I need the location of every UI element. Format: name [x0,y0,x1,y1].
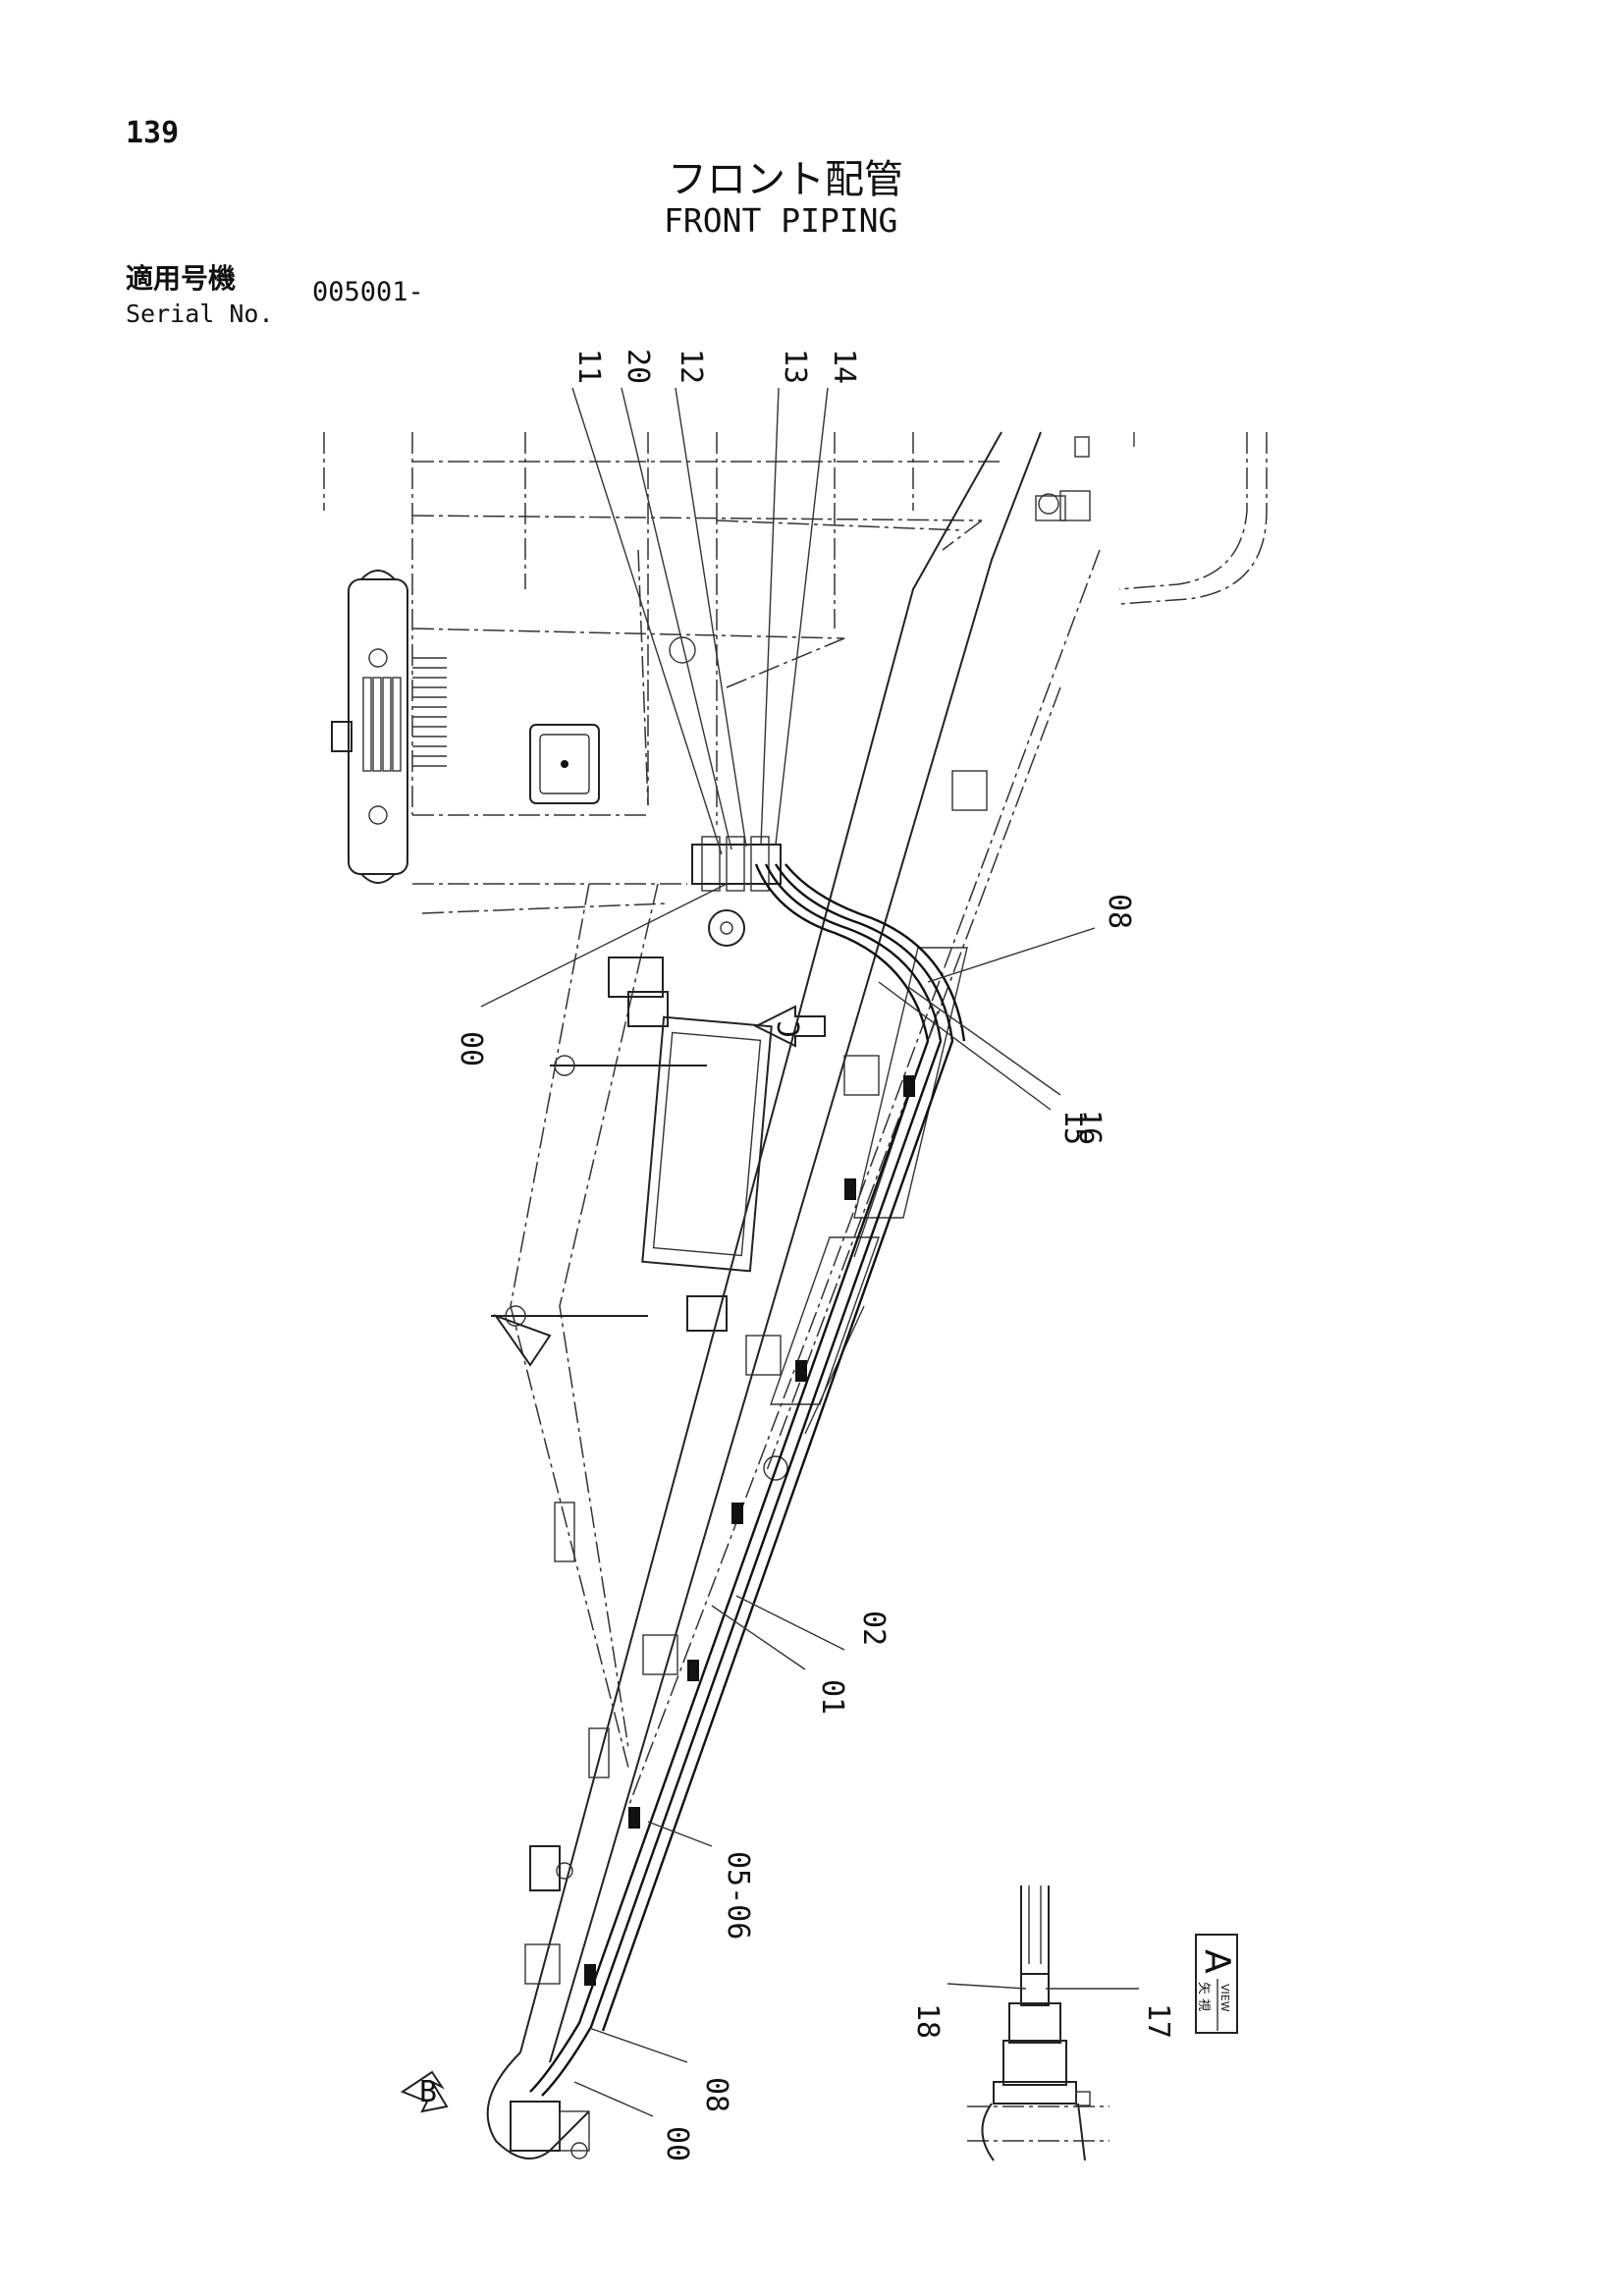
arm-cylinder [491,883,788,1891]
callout-11: 11 [571,349,606,384]
callout-14: 14 [827,349,861,384]
callout-08-lower: 08 [699,2077,733,2112]
page-number: 139 [126,116,180,150]
callout-12: 12 [674,349,708,384]
boom [519,431,1101,2063]
arrow-c-label: C [773,1020,807,1038]
view-a-jp: 矢 視 [1196,1982,1211,2011]
hydraulic-hoses [529,863,966,2097]
serial-number-value: 005001- [312,277,424,307]
view-a-en: VIEW [1218,1984,1231,2012]
radiator-grille [331,570,447,884]
callout-15: 15 [1057,1110,1092,1145]
bucket-end [486,2051,590,2159]
callout-02: 02 [856,1611,891,1646]
callout-00-lower: 00 [660,2126,694,2161]
callout-13: 13 [778,349,812,384]
leader-lines [480,387,1096,2117]
serial-label-japanese: 適用号機 [126,262,237,295]
valve-block [691,836,782,947]
callout-16: 16 [1072,1110,1107,1145]
arrow-b-label: B [419,2075,437,2109]
cab-window [529,724,600,804]
page-title-japanese: フロント配管 [668,157,903,202]
callout-08-upper: 08 [1102,894,1136,929]
upper-guard [1035,432,1268,605]
view-a-label-box: A 矢 視 VIEW [1195,1934,1238,2034]
detail-view-a: 18 17 [910,1886,1175,2161]
arrow-b-marker: B [400,2070,449,2113]
callout-01: 01 [815,1679,849,1715]
callout-18: 18 [910,2003,945,2039]
callout-05-06: 05-06 [721,1851,755,1940]
callout-00-upper: 00 [454,1031,488,1066]
hose-clamps [524,490,1091,1986]
callout-numbers: 11 20 12 13 14 08 00 15 16 02 01 05-06 0… [454,349,1136,2161]
page-title-english: FRONT PIPING [664,201,898,240]
upper-frame [323,432,1001,914]
arrow-c-marker: C [753,1005,826,1048]
callout-20: 20 [621,349,655,384]
view-a-letter: A [1197,1949,1237,1974]
serial-label-english: Serial No. [126,300,274,328]
callout-17: 17 [1141,2003,1175,2039]
